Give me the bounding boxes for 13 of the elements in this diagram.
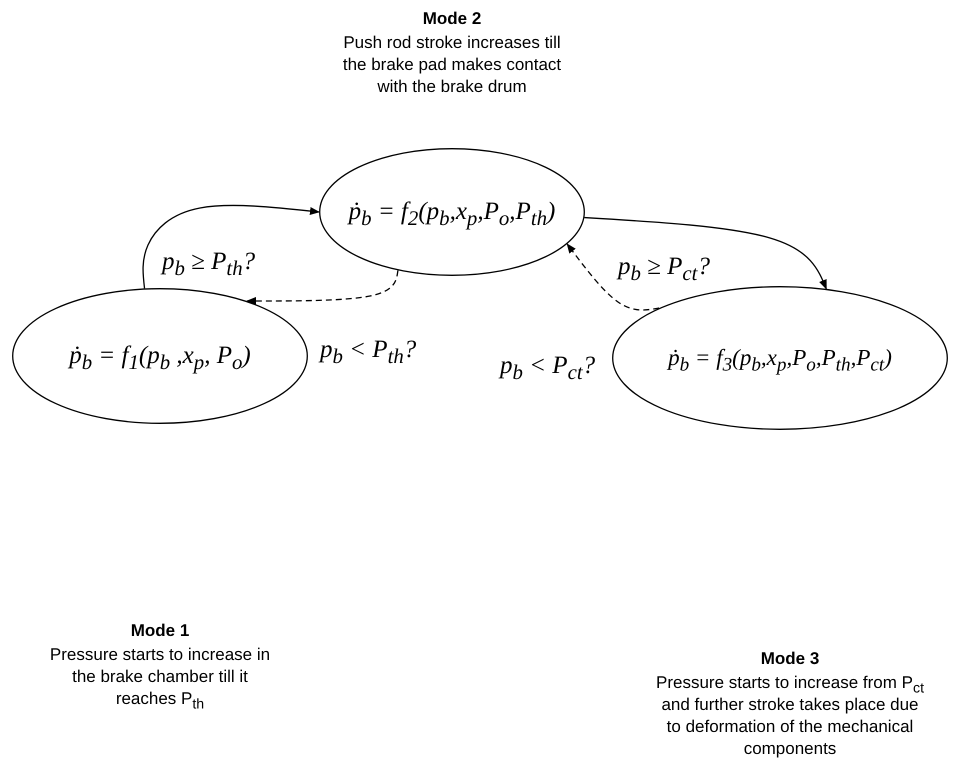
state-ellipse (12, 288, 308, 424)
mode-heading: Mode 3 (760, 648, 820, 670)
arrow (566, 243, 660, 311)
state-ellipse (319, 148, 585, 276)
mode-description: Pressure starts to increase in the brake chamber till it reaches P$_{th}$ (48, 644, 272, 710)
mode-heading: Mode 2 (422, 8, 482, 30)
arrow (246, 270, 399, 305)
mode-description: Pressure starts to increase from P$_{ct}$ and further stroke takes place due to deformation of the mechanical components (655, 672, 925, 760)
arrow (142, 204, 320, 288)
mode-heading: Mode 1 (130, 620, 190, 642)
mode-description: Push rod stroke increases till the brake pad makes contact with the brake drum (342, 32, 562, 98)
arrow (584, 216, 827, 290)
state-ellipse (612, 286, 948, 430)
